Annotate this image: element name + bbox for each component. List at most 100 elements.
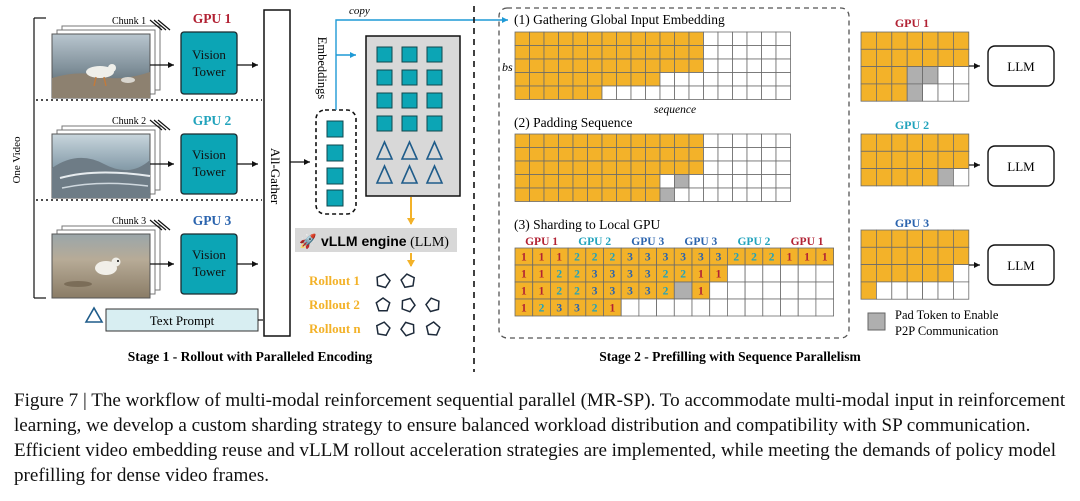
shard-cell [744,298,764,317]
shard-header-gpu-label: GPU 3 [684,236,717,248]
global-grid-cell [529,45,545,60]
padded-grid-cell [543,174,559,189]
rocket-icon: 🚀 [299,233,317,250]
padded-grid-cell [645,133,661,148]
local-gpu3-cell [922,246,939,266]
local-gpu2-cell [906,133,924,152]
chunk1-label: Chunk 1 [112,16,146,27]
local-gpu3-cell [860,264,877,283]
global-grid-cell [703,45,719,60]
padded-grid-cell [514,187,530,202]
padded-grid-cell [529,133,545,148]
padded-grid-cell [514,160,530,175]
shard-cell [797,281,817,300]
global-grid-cell [761,72,777,87]
padded-grid-cell [659,147,675,162]
video-chunk-1 [51,25,161,99]
shard-cell-gpu-id: 3 [574,303,580,315]
llm-box-1-label: LLM [1007,59,1035,74]
global-grid-cell [761,45,777,60]
global-grid-cell [514,85,530,100]
shard-cell-gpu-id: 3 [609,286,615,298]
global-grid-cell [630,85,646,100]
local-gpu1-cell [937,48,954,67]
global-grid-cell [543,45,559,60]
shard-cell-gpu-id: 3 [645,286,651,298]
local-gpu2-label: GPU 2 [895,118,929,132]
shard-cell-gpu-id: 2 [556,286,562,298]
rollout-2-label: Rollout 2 [309,297,360,312]
shard-header-gpu-label: GPU 3 [631,236,664,248]
global-grid-cell [659,58,675,73]
padded-grid-cell [630,160,646,175]
shard-cell [691,298,711,317]
global-grid-cell [674,72,690,87]
shard-cell [638,298,658,317]
shard-cell-gpu-id: 1 [786,252,792,264]
rollout-token-shape [400,273,416,289]
shard-cell-gpu-id: 1 [609,303,615,315]
global-grid-cell [703,58,719,73]
shard-cell-gpu-id: 2 [733,252,739,264]
shard-cell-gpu-id: 2 [574,286,580,298]
global-grid-cell [746,85,762,100]
padded-grid-cell [717,147,733,162]
local-gpu1-cell [906,31,924,50]
padded-grid-cell [717,187,733,202]
bs-label: bs [502,60,513,74]
global-grid-cell [587,85,603,100]
local-gpu3-cell [876,264,893,283]
shard-cell [762,281,781,300]
padded-grid-cell [674,147,690,162]
chunk2-label: Chunk 2 [112,116,146,127]
shard-cell-gpu-id: 1 [804,252,810,264]
shard-header-gpu-label: GPU 1 [525,236,558,248]
local-gpu3-cell [906,229,924,248]
padded-grid-cell [688,147,704,162]
local-gpu1-cell [860,83,877,102]
global-grid-cell [630,31,646,46]
vision-tower-2-line1: Vision [192,147,226,162]
global-grid-cell [775,72,791,87]
shard-cell-gpu-id: 2 [592,303,598,315]
padded-grid-cell [732,160,748,175]
llm-token-square [426,92,443,109]
local-gpu1-cell [860,31,877,50]
padded-grid-cell [761,160,777,175]
padded-grid-cell [659,187,675,202]
shard-cell-gpu-id: 3 [592,269,598,281]
local-gpu1-cell [876,31,893,50]
local-gpu1-cell [860,66,877,85]
padded-grid-cell [703,133,719,148]
local-gpu2-cell [876,133,893,152]
padded-grid-cell [746,174,762,189]
global-grid-cell [616,31,632,46]
shard-cell-gpu-id: 1 [716,269,722,281]
local-gpu1-label: GPU 1 [895,16,929,30]
local-gpu3-cell [922,229,939,248]
padded-grid-cell [543,187,559,202]
shard-cell-gpu-id: 2 [592,252,598,264]
global-grid-cell [674,31,690,46]
padded-grid-cell [688,174,704,189]
llm-token-square [376,46,393,63]
padded-grid-cell [746,187,762,202]
global-grid-cell [587,72,603,87]
local-gpu1-cell [906,48,924,67]
copy-label: copy [349,5,370,17]
local-gpu2-cell [860,168,877,187]
local-gpu3-cell [891,229,908,248]
vision-tower-1-line2: Tower [192,64,226,79]
rollout-token-shape [375,321,391,337]
padded-grid-cell [659,160,675,175]
llm-token-square [401,46,418,63]
padded-grid-cell [688,187,704,202]
padded-grid-cell [616,160,632,175]
global-grid-cell [645,31,661,46]
shard-cell-gpu-id: 1 [539,269,545,281]
step2-label: (2) Padding Sequence [514,115,632,130]
llm-box-2 [987,145,1055,187]
local-gpu1-cell [922,48,939,67]
local-gpu3-cell [860,281,877,300]
shard-cell [673,281,693,300]
